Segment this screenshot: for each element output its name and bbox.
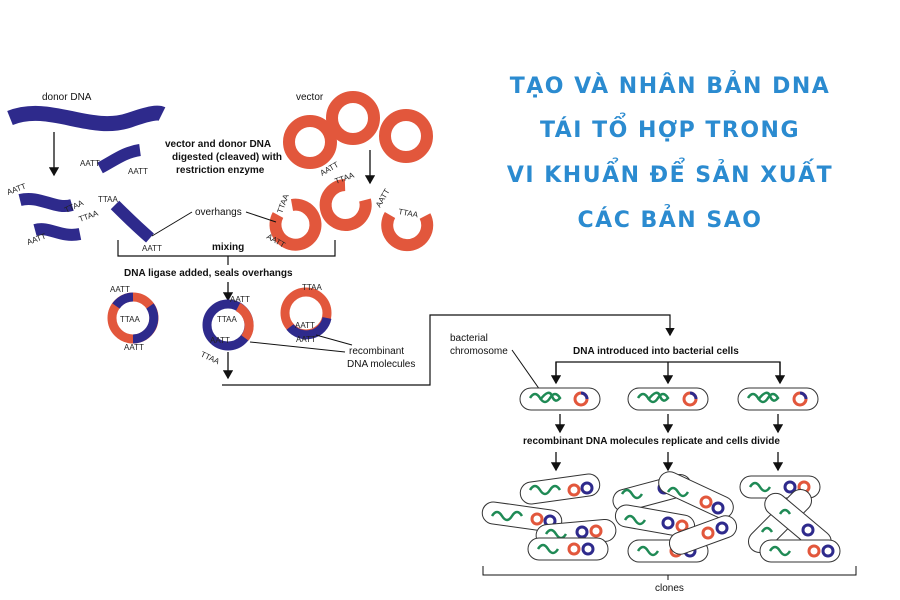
seq-aatt-12: AATT bbox=[210, 336, 230, 345]
bacterial-cell-2 bbox=[627, 387, 709, 411]
connector-line bbox=[222, 314, 675, 386]
seq-aatt-13: AATT bbox=[295, 321, 315, 330]
donor-dna-strand bbox=[7, 105, 166, 132]
seq-aatt-14: AATT bbox=[296, 335, 316, 344]
digest-label-3: restriction enzyme bbox=[176, 165, 265, 176]
mixing-bracket bbox=[117, 240, 336, 257]
seq-aatt-8: AATT bbox=[374, 187, 392, 209]
seq-ttaa-2: TTAA bbox=[78, 208, 100, 223]
seq-ttaa-8: TTAA bbox=[217, 315, 238, 324]
replicate-label: recombinant DNA molecules replicate and … bbox=[523, 436, 780, 447]
introduced-label: DNA introduced into bacterial cells bbox=[573, 346, 739, 357]
seq-ttaa-7: TTAA bbox=[120, 315, 141, 324]
donor-fragment-1 bbox=[97, 144, 142, 174]
seq-ttaa-6: TTAA bbox=[398, 207, 420, 219]
chromosome-pointer bbox=[511, 349, 541, 391]
seq-aatt-11: AATT bbox=[230, 295, 250, 304]
ligase-label: DNA ligase added, seals overhangs bbox=[124, 268, 293, 279]
bacterial-label-1: bacterial bbox=[450, 333, 488, 344]
seq-aatt-5: AATT bbox=[142, 244, 162, 253]
digest-label-2: digested (cleaved) with bbox=[172, 152, 282, 163]
bacterial-cell-1 bbox=[519, 387, 601, 411]
vector-plasmid-3 bbox=[379, 109, 433, 163]
cut-vector-3 bbox=[381, 211, 434, 252]
title-line-3: VI KHUẨN ĐỂ SẢN XUẤT bbox=[506, 163, 834, 188]
overhangs-pointer-1 bbox=[151, 211, 193, 237]
title-line-2: TÁI TỔ HỢP TRONG bbox=[539, 118, 801, 143]
mixing-label: mixing bbox=[212, 242, 244, 253]
donor-dna-label: donor DNA bbox=[42, 92, 92, 103]
seq-ttaa-4: TTAA bbox=[275, 192, 290, 214]
recombinant-label-2: DNA molecules bbox=[347, 359, 415, 370]
clones-label: clones bbox=[655, 583, 684, 594]
title-line-1: TẠO VÀ NHÂN BẢN DNA bbox=[509, 74, 831, 99]
seq-aatt-4: AATT bbox=[26, 232, 48, 247]
recombinant-pointer-2 bbox=[315, 334, 353, 346]
donor-fragment-4 bbox=[110, 200, 154, 243]
donor-fragment-2 bbox=[18, 192, 74, 213]
seq-ttaa-10: TTAA bbox=[302, 283, 323, 292]
vector-plasmid-2 bbox=[326, 91, 380, 145]
bacterial-cell-3 bbox=[737, 387, 819, 411]
cut-vector-1 bbox=[269, 198, 322, 251]
clones-bracket bbox=[482, 566, 857, 576]
clone-group-2 bbox=[612, 471, 738, 563]
recombinant-plasmid-3 bbox=[280, 287, 332, 340]
clone-group-3 bbox=[739, 475, 841, 563]
digest-label-1: vector and donor DNA bbox=[165, 139, 271, 150]
title-line-4: CÁC BẢN SAO bbox=[577, 208, 763, 233]
overhangs-label: overhangs bbox=[195, 207, 242, 218]
clone-group-1 bbox=[481, 473, 617, 561]
overhangs-pointer-2 bbox=[245, 211, 277, 223]
recombinant-pointer-1 bbox=[249, 341, 346, 353]
recombinant-plasmid-2 bbox=[202, 299, 254, 351]
vector-label: vector bbox=[296, 92, 324, 103]
recombinant-label-1: recombinant bbox=[349, 346, 404, 357]
bacterial-label-2: chromosome bbox=[450, 346, 508, 357]
seq-ttaa-9: TTAA bbox=[199, 350, 221, 367]
donor-fragment-3 bbox=[33, 223, 82, 241]
cut-vector-2 bbox=[319, 179, 372, 231]
seq-aatt-1: AATT bbox=[80, 159, 100, 168]
vector-plasmid-1 bbox=[283, 115, 337, 169]
seq-aatt-2: AATT bbox=[128, 167, 148, 176]
recombinant-plasmid-1 bbox=[107, 292, 159, 344]
seq-aatt-10: AATT bbox=[124, 343, 144, 352]
seq-aatt-9: AATT bbox=[110, 285, 130, 294]
seq-ttaa-3: TTAA bbox=[98, 195, 119, 204]
